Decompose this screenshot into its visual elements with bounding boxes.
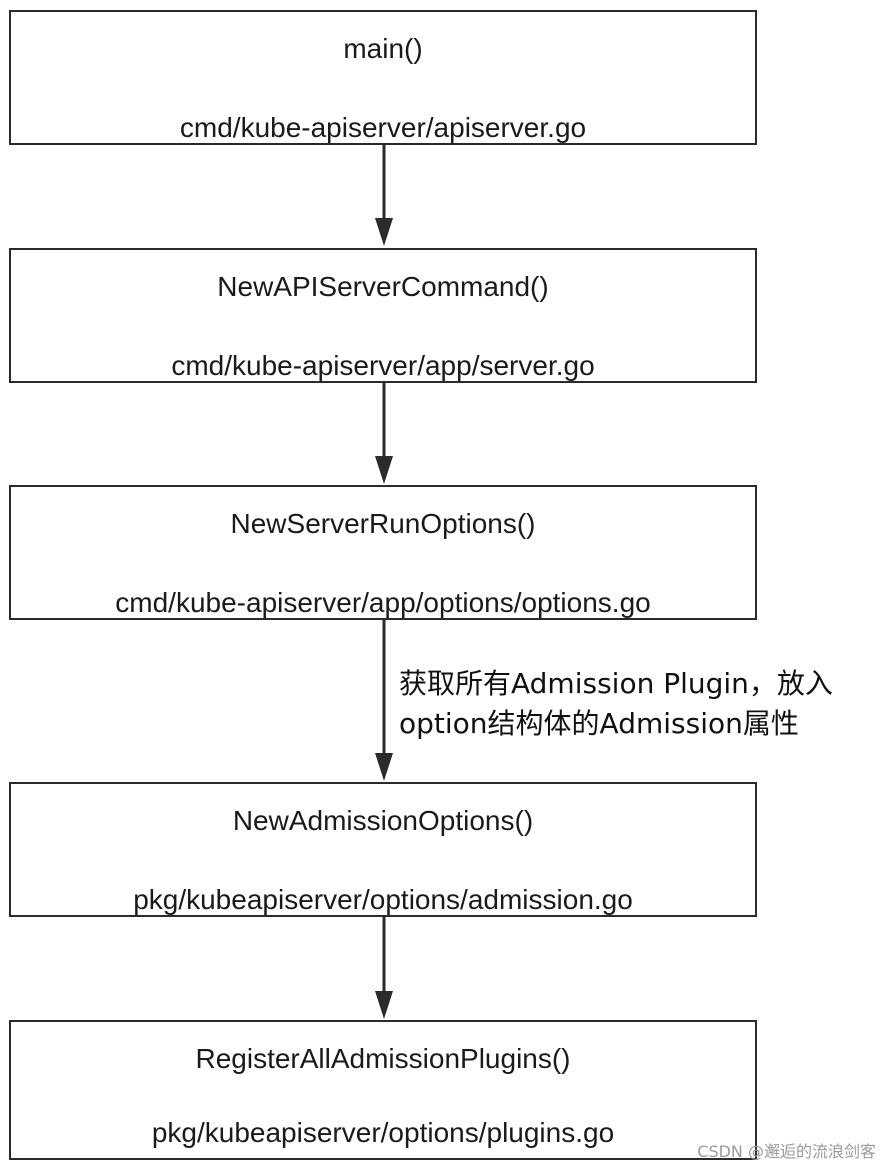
arrow-newapiservercommand-to-newserverrunoptions xyxy=(375,383,393,484)
edge-label-admission-plugins: 获取所有Admission Plugin，放入 option结构体的Admiss… xyxy=(399,664,833,744)
node-function-name: NewAPIServerCommand() xyxy=(217,271,549,302)
node-file-path: pkg/kubeapiserver/options/plugins.go xyxy=(151,1117,615,1148)
node-file-path: cmd/kube-apiserver/apiserver.go xyxy=(179,112,587,143)
edge-label-line-1: 获取所有Admission Plugin，放入 xyxy=(399,667,833,700)
node-newadmissionoptions: NewAdmissionOptions() pkg/kubeapiserver/… xyxy=(9,782,757,917)
arrow-newadmissionoptions-to-registerallplugins xyxy=(375,917,393,1019)
node-file-path: pkg/kubeapiserver/options/admission.go xyxy=(133,884,633,915)
csdn-watermark: CSDN @邂逅的流浪剑客 xyxy=(697,1142,876,1161)
node-newapiservercommand: NewAPIServerCommand() cmd/kube-apiserver… xyxy=(9,248,757,383)
arrow-newserverrunoptions-to-newadmissionoptions xyxy=(375,620,393,781)
arrow-main-to-newapiservercommand xyxy=(375,145,393,246)
node-file-path: cmd/kube-apiserver/app/options/options.g… xyxy=(115,587,651,618)
node-function-name: RegisterAllAdmissionPlugins() xyxy=(195,1043,571,1074)
node-function-name: main() xyxy=(343,33,423,64)
node-function-name: NewServerRunOptions() xyxy=(230,508,536,539)
node-file-path: cmd/kube-apiserver/app/server.go xyxy=(171,350,595,381)
edge-label-line-2: option结构体的Admission属性 xyxy=(399,707,799,740)
node-registerallplugins: RegisterAllAdmissionPlugins() pkg/kubeap… xyxy=(9,1020,757,1160)
node-newserverrunoptions: NewServerRunOptions() cmd/kube-apiserver… xyxy=(9,485,757,620)
node-main: main() cmd/kube-apiserver/apiserver.go xyxy=(9,10,757,145)
node-function-name: NewAdmissionOptions() xyxy=(232,805,534,836)
